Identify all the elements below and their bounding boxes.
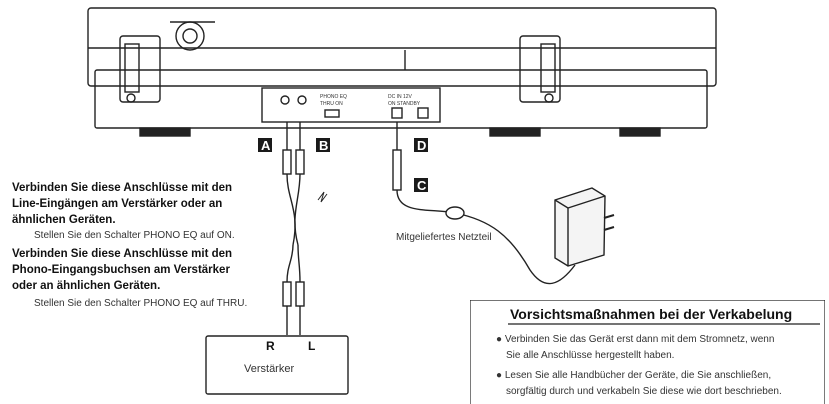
amplifier-right-label: R bbox=[266, 339, 275, 353]
switch-thru-instruction: Stellen Sie den Schalter PHONO EQ auf TH… bbox=[34, 298, 248, 309]
tonearm-counterweight bbox=[175, 21, 205, 51]
label-d-box bbox=[414, 138, 428, 152]
amplifier-label: Verstärker bbox=[244, 363, 294, 375]
label-b: B bbox=[319, 138, 328, 153]
rca-cable bbox=[282, 122, 328, 335]
line-connect-line-1: Verbinden Sie diese Anschlüsse mit den bbox=[12, 182, 233, 194]
rca-jack-right bbox=[297, 95, 307, 105]
dust-cover-outline bbox=[87, 7, 717, 87]
phono-connect-line-1: Verbinden Sie diese Anschlüsse mit den bbox=[12, 248, 233, 260]
label-d: D bbox=[417, 138, 426, 153]
line-connect-line-3: ähnlichen Geräten. bbox=[12, 214, 116, 226]
caution-bullet-2-line-2: sorgfältig durch und verkabeln Sie diese… bbox=[506, 386, 782, 397]
label-b-box bbox=[316, 138, 330, 152]
label-c: C bbox=[417, 178, 427, 193]
panel-power-label: ON STANDBY bbox=[388, 101, 421, 107]
turntable-rear bbox=[87, 7, 717, 137]
panel-switch-label: PHONO EQ bbox=[320, 94, 347, 100]
caution-box: Vorsichtsmaßnahmen bei der Verkabelung ●… bbox=[470, 300, 825, 404]
ac-adapter bbox=[554, 187, 615, 267]
power-cable bbox=[392, 122, 576, 285]
phono-connect-line-2: Phono-Eingangsbuchsen am Verstärker bbox=[12, 264, 230, 276]
foot-left bbox=[139, 127, 191, 137]
cable-ferrite bbox=[445, 206, 465, 220]
caution-bullet-1-line-2: Sie alle Anschlüsse hergestellt haben. bbox=[506, 350, 675, 361]
rear-panel bbox=[261, 87, 441, 123]
line-connect-line-2: Line-Eingängen am Verstärker oder an bbox=[12, 198, 223, 210]
plinth-outline bbox=[94, 69, 708, 129]
rca-jack-left bbox=[280, 95, 290, 105]
switch-on-instruction: Stellen Sie den Schalter PHONO EQ auf ON… bbox=[34, 230, 235, 241]
panel-dc-label: DC IN 12V bbox=[388, 94, 413, 100]
phono-eq-switch bbox=[324, 109, 340, 118]
panel-switch-options: THRU ON bbox=[320, 101, 343, 107]
amplifier bbox=[205, 335, 349, 395]
amplifier-left-label: L bbox=[308, 339, 315, 353]
label-c-box bbox=[414, 178, 428, 192]
hinge-left bbox=[119, 35, 161, 103]
dc-in-jack bbox=[391, 107, 403, 119]
label-a-box bbox=[258, 138, 272, 152]
phono-connect-line-3: oder an ähnlichen Geräten. bbox=[12, 280, 161, 292]
caution-bullet-2-line-1: ● Lesen Sie alle Handbücher der Geräte, … bbox=[496, 370, 772, 381]
caution-title: Vorsichtsmaßnahmen bei der Verkabelung bbox=[510, 306, 793, 322]
power-switch bbox=[417, 107, 429, 119]
adapter-label: Mitgeliefertes Netzteil bbox=[396, 232, 492, 243]
caution-box-border bbox=[470, 300, 825, 404]
caution-bullet-1-line-1: ● Verbinden Sie das Gerät erst dann mit … bbox=[496, 334, 775, 345]
label-a: A bbox=[261, 138, 271, 153]
hinge-right bbox=[519, 35, 561, 103]
foot-right bbox=[489, 127, 541, 137]
